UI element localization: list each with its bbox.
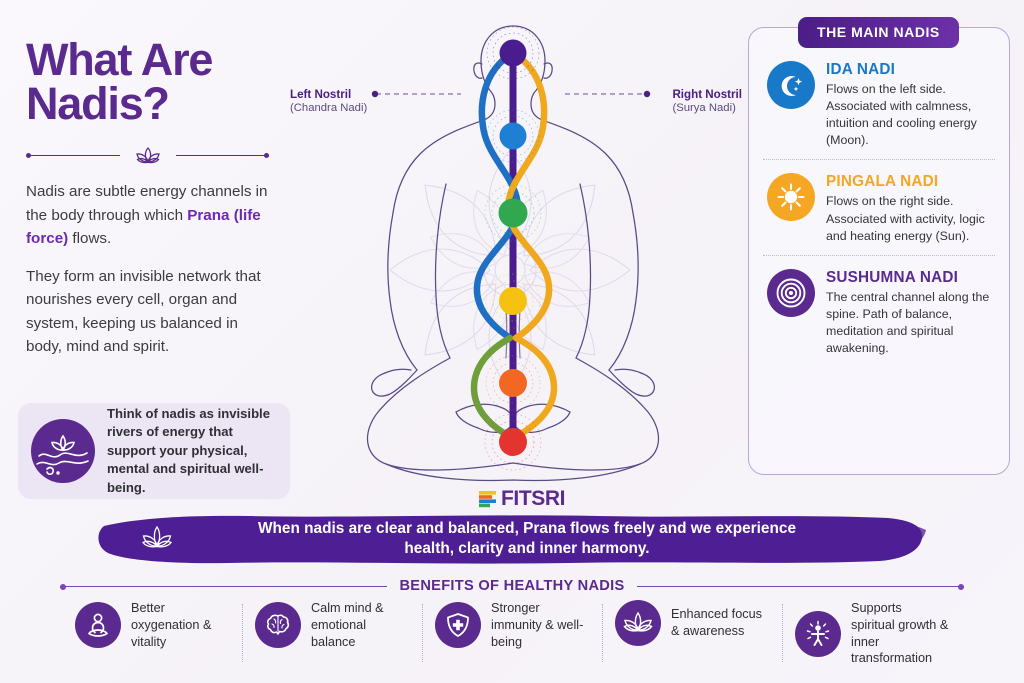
right-leader-dot (643, 90, 651, 98)
benefit-item-spiritual-growth: Supports spiritual growth & inner transf… (782, 600, 962, 667)
benefit-label: Enhanced focus & awareness (671, 607, 762, 638)
shield-plus-icon (435, 602, 481, 649)
chakra-root (484, 413, 542, 471)
brain-icon (255, 602, 301, 649)
nadi-body-diagram: Left Nostril (Chandra Nadi) Right Nostri… (278, 8, 748, 508)
nadi-item-ida: IDA NADI Flows on the left side. Associa… (763, 54, 995, 159)
lotus-flourish-icon (135, 147, 160, 164)
benefits-heading: BENEFITS OF HEALTHY NADIS (399, 578, 625, 594)
nadi-title: PINGALA NADI (826, 173, 939, 191)
lotus-icon (142, 525, 172, 548)
intro-paragraph-2: They form an invisible network that nour… (26, 268, 261, 355)
concentric-circles-icon (767, 268, 815, 317)
main-nadis-badge: THE MAIN NADIS (798, 17, 959, 48)
left-nostril-label: Left Nostril (Chandra Nadi) (290, 88, 368, 114)
chakra-throat (486, 109, 540, 163)
fitsri-logo: FITSRI (479, 487, 566, 511)
nadi-description: The central channel along the spine. Pat… (826, 289, 990, 356)
nadi-item-pingala: PINGALA NADI Flows on the right side. As… (763, 159, 995, 254)
lotus-divider (26, 144, 269, 166)
chakra-heart (484, 184, 542, 242)
benefit-item-immunity: Stronger immunity & well-being (422, 600, 602, 663)
lotus-river-icon (31, 419, 95, 483)
tip-text: Think of nadis as invisible rivers of en… (107, 405, 270, 495)
benefits-list: Better oxygenation & vitality Calm mind … (62, 600, 962, 667)
benefit-label: Stronger immunity & well-being (491, 601, 584, 649)
ida-channel-lower (470, 334, 516, 442)
fitsri-wordmark: FITSRI (501, 487, 566, 510)
right-nostril-label: Right Nostril (Surya Nadi) (672, 88, 742, 114)
moon-stars-icon (767, 61, 815, 109)
lotus-icon (615, 600, 661, 646)
benefits-heading-row: BENEFITS OF HEALTHY NADIS (60, 578, 965, 594)
chakra-sacral (485, 355, 541, 411)
benefit-label: Supports spiritual growth & inner transf… (851, 601, 949, 666)
nadi-title: IDA NADI (826, 61, 896, 78)
nadi-description: Flows on the right side. Associated with… (826, 194, 985, 243)
quote-banner: When nadis are clear and balanced, Prana… (98, 512, 928, 566)
meditating-person-icon (75, 602, 121, 649)
chakra-solar-plexus (485, 273, 541, 329)
pingala-channel-lower (510, 334, 558, 442)
left-leader-dot (371, 90, 379, 98)
intro-paragraph-1: Nadis are subtle energy channels in the … (26, 183, 268, 247)
nadi-item-sushumna: SUSHUMNA NADI The central channel along … (763, 254, 995, 367)
benefit-item-focus: Enhanced focus & awareness (602, 600, 782, 662)
banner-text: When nadis are clear and balanced, Prana… (257, 519, 797, 557)
benefit-label: Calm mind & emotional balance (311, 601, 384, 649)
chakra-points (484, 26, 542, 471)
left-column: What Are Nadis? Nadis are subtle energy … (26, 34, 294, 373)
tip-card: Think of nadis as invisible rivers of en… (18, 403, 290, 499)
main-nadis-panel: IDA NADI Flows on the left side. Associa… (748, 27, 1010, 475)
benefit-item-oxygenation: Better oxygenation & vitality (62, 600, 242, 650)
chakra-crown (486, 26, 540, 80)
nadi-description: Flows on the left side. Associated with … (826, 82, 977, 148)
banner-brush-shape (98, 515, 926, 564)
nadi-title: SUSHUMNA NADI (826, 268, 959, 286)
benefit-item-calm-mind: Calm mind & emotional balance (242, 600, 422, 663)
radiant-person-icon (795, 610, 841, 657)
page-title: What Are Nadis? (26, 34, 213, 129)
fitsri-logo-mark (479, 490, 496, 507)
sun-icon (767, 173, 815, 222)
benefit-label: Better oxygenation & vitality (131, 601, 212, 649)
